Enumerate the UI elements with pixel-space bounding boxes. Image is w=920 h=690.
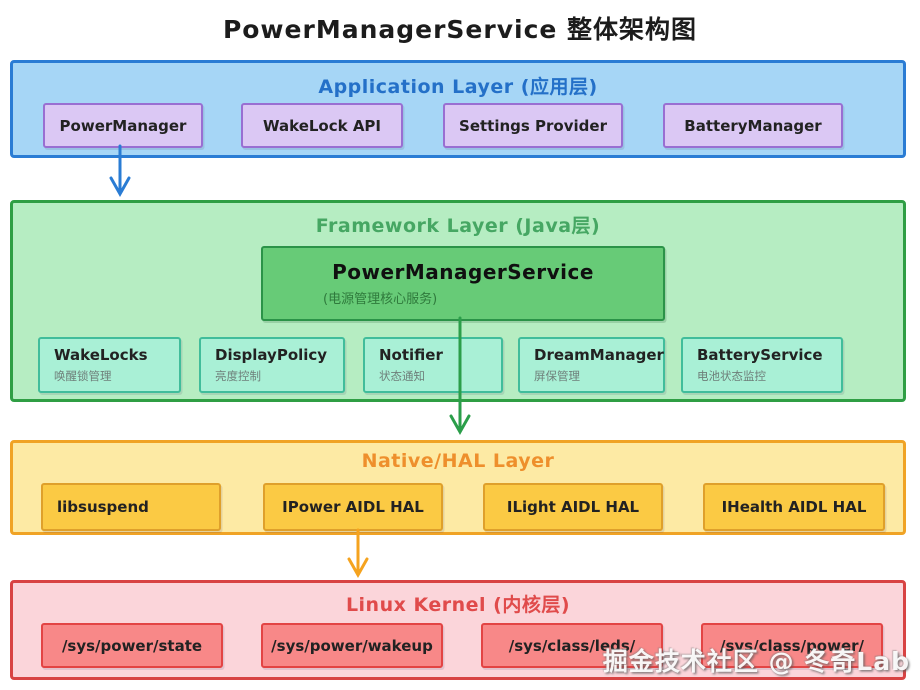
layer-framework-title: Framework Layer (Java层): [315, 215, 601, 237]
layer-application: Application Layer (应用层) PowerManager Wak…: [10, 60, 906, 158]
node-ipower-aidl-hal: IPower AIDL HAL: [263, 483, 443, 531]
node-label: /sys/power/state: [61, 636, 203, 655]
node-batterymanager: BatteryManager: [663, 103, 843, 148]
layer-native-hal: Native/HAL Layer libsuspend IPower AIDL …: [10, 440, 906, 535]
layer-native-hal-title: Native/HAL Layer: [361, 450, 555, 472]
layer-linux-kernel-title: Linux Kernel (内核层): [345, 594, 571, 616]
node-label: IPower AIDL HAL: [282, 498, 424, 516]
node-wakelock-api: WakeLock API: [241, 103, 403, 148]
node-label: BatteryService: [697, 346, 823, 364]
node-displaypolicy: DisplayPolicy 亮度控制: [199, 337, 345, 393]
watermark: 掘金技术社区 @ 冬奇Lab: [602, 647, 910, 676]
node-label: PowerManagerService: [332, 260, 594, 284]
layer-linux-kernel: Linux Kernel (内核层) /sys/power/state /sys…: [10, 580, 906, 680]
node-sublabel: 电池状态监控: [697, 369, 766, 383]
node-label: /sys/class/power/: [719, 636, 865, 655]
node-libsuspend: libsuspend: [41, 483, 221, 531]
node-notifier: Notifier 状态通知: [363, 337, 503, 393]
node-label: WakeLock API: [262, 116, 381, 135]
node-label: Settings Provider: [459, 116, 607, 135]
node-label: PowerManager: [59, 116, 187, 135]
layer-application-title: Application Layer (应用层): [318, 76, 598, 98]
node-batteryservice: BatteryService 电池状态监控: [681, 337, 843, 393]
node-label: /sys/class/leds/: [508, 636, 636, 655]
node-label: WakeLocks: [54, 346, 148, 364]
node-label: Notifier: [379, 346, 443, 364]
node-label: ILight AIDL HAL: [506, 498, 640, 516]
node-sublabel: 屏保管理: [534, 369, 580, 383]
node-sublabel: 唤醒锁管理: [54, 369, 112, 383]
diagram-title: PowerManagerService 整体架构图: [222, 15, 698, 44]
node-label: DreamManager: [534, 346, 664, 364]
node-label: BatteryManager: [684, 116, 822, 135]
node-powermanager: PowerManager: [43, 103, 203, 148]
node-sublabel: 状态通知: [379, 369, 425, 383]
node-dreammanager: DreamManager 屏保管理: [518, 337, 665, 393]
arrow-native-to-kernel: [347, 528, 369, 579]
node-powermanagerservice: PowerManagerService (电源管理核心服务): [261, 246, 665, 321]
node-sys-class-leds: /sys/class/leds/: [481, 623, 663, 668]
node-sys-power-wakeup: /sys/power/wakeup: [261, 623, 443, 668]
layer-framework: Framework Layer (Java层) PowerManagerServ…: [10, 200, 906, 402]
node-settings-provider: Settings Provider: [443, 103, 623, 148]
node-sublabel: (电源管理核心服务): [323, 292, 438, 307]
node-sys-class-power: /sys/class/power/: [701, 623, 883, 668]
node-label: IHealth AIDL HAL: [721, 498, 867, 516]
node-ihealth-aidl-hal: IHealth AIDL HAL: [703, 483, 885, 531]
node-sys-power-state: /sys/power/state: [41, 623, 223, 668]
node-label: libsuspend: [57, 498, 149, 516]
node-wakelocks: WakeLocks 唤醒锁管理: [38, 337, 181, 393]
node-ilight-aidl-hal: ILight AIDL HAL: [483, 483, 663, 531]
node-sublabel: 亮度控制: [215, 369, 261, 383]
node-label: /sys/power/wakeup: [271, 636, 433, 655]
node-label: DisplayPolicy: [215, 346, 328, 364]
